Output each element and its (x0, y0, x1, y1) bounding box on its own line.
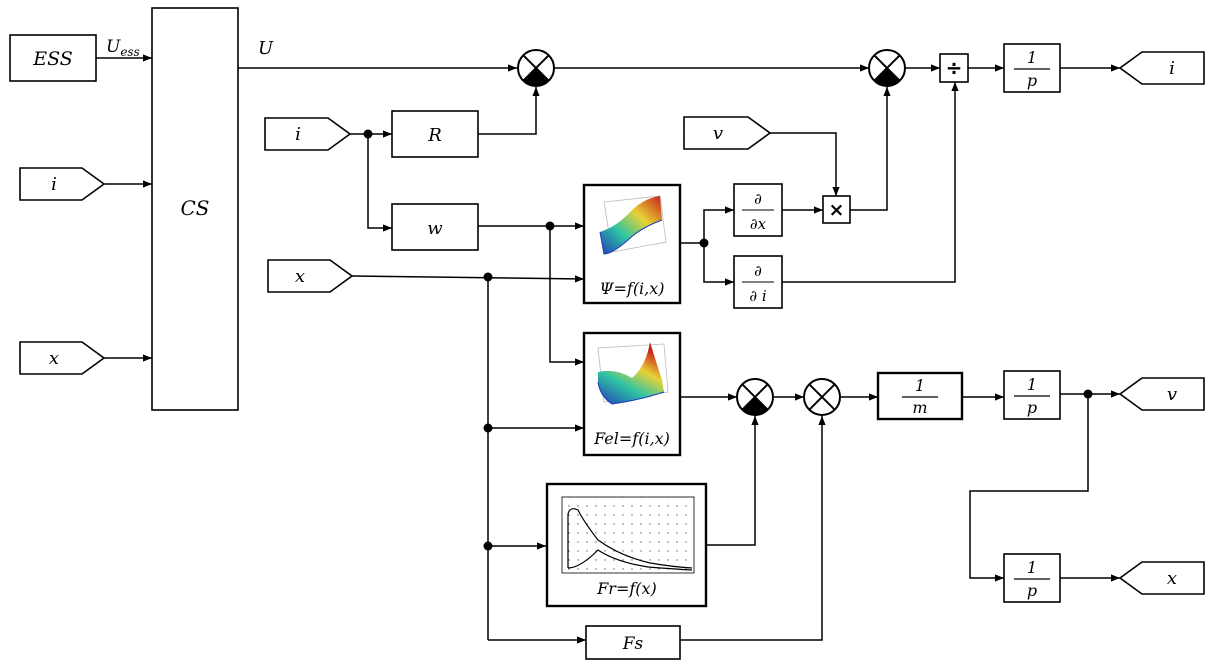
fel-surface-icon (597, 342, 669, 405)
svg-text:i: i (295, 124, 301, 145)
junction-dot (1083, 389, 1093, 399)
svg-text:i: i (51, 174, 57, 195)
svg-text:×: × (829, 199, 845, 221)
svg-text:v: v (713, 123, 723, 144)
integrator-block-x: 1 p (1003, 553, 1061, 603)
junction-dot (699, 238, 709, 248)
svg-text:p: p (1027, 71, 1037, 90)
ess-label: ESS (32, 48, 73, 70)
partial-di-block: ∂ ∂ i (733, 255, 783, 309)
svg-text:p: p (1027, 581, 1037, 600)
svg-text:Fel=f(i,x): Fel=f(i,x) (593, 429, 670, 448)
cs-label: CS (180, 196, 209, 220)
input-port-x: x (267, 259, 354, 293)
connection-lines (96, 54, 1120, 644)
svg-text:x: x (1167, 568, 1177, 589)
svg-text:Fr=f(x): Fr=f(x) (596, 579, 657, 598)
output-port-v: v (1118, 377, 1205, 411)
input-port-i-cs: i (19, 167, 106, 201)
svg-text:w: w (427, 218, 443, 239)
fr-lookup-block: Fr=f(x) (545, 482, 708, 608)
fel-lookup-block: Fel=f(i,x) (582, 331, 682, 457)
svg-text:∂ i: ∂ i (749, 287, 767, 305)
svg-text:i: i (1169, 58, 1175, 79)
svg-text:Ψ=f(i,x): Ψ=f(i,x) (599, 279, 664, 298)
output-port-i: i (1118, 51, 1205, 85)
svg-text:÷: ÷ (946, 56, 963, 80)
sum-junction-2 (868, 49, 906, 87)
w-block: w (391, 203, 479, 251)
svg-text:Fs: Fs (622, 634, 644, 654)
multiply-block: × (822, 195, 851, 224)
fr-curve-plot (561, 496, 695, 574)
sum-junction-1 (517, 49, 555, 87)
integrator-block-v: 1 p (1003, 370, 1061, 420)
svg-text:x: x (295, 266, 305, 287)
junction-dot (483, 272, 493, 282)
sum-junction-3 (736, 378, 774, 416)
psi-surface-icon (599, 195, 667, 255)
sum-junction-4 (803, 378, 841, 416)
svg-text:1: 1 (1027, 558, 1037, 577)
junction-dot (483, 423, 493, 433)
junction-dot (363, 129, 373, 139)
output-port-x: x (1118, 561, 1205, 595)
fs-block: Fs (585, 625, 681, 660)
svg-text:R: R (427, 125, 442, 146)
mass-gain-block: 1 m (876, 371, 964, 421)
ess-block: ESS (9, 34, 97, 82)
junction-dots (363, 129, 1093, 551)
junction-dot (483, 541, 493, 551)
svg-text:1: 1 (915, 376, 925, 395)
input-port-i: i (264, 117, 352, 151)
integrator-block-i: 1 p (1003, 43, 1061, 93)
u-signal-label: U (258, 38, 274, 59)
svg-text:∂x: ∂x (750, 215, 767, 233)
svg-text:x: x (49, 348, 59, 369)
psi-lookup-block: Ψ=f(i,x) (582, 183, 682, 305)
partial-dx-block: ∂ ∂x (733, 183, 783, 237)
svg-text:1: 1 (1027, 375, 1037, 394)
svg-text:∂: ∂ (754, 190, 762, 208)
input-port-v: v (683, 116, 772, 150)
divide-block: ÷ (939, 53, 969, 83)
r-block: R (391, 110, 479, 158)
uess-label: Uess (106, 37, 140, 59)
svg-text:∂: ∂ (754, 262, 762, 280)
svg-text:p: p (1027, 398, 1037, 417)
junction-dot (545, 221, 555, 231)
cs-block: CS (151, 7, 239, 411)
svg-text:v: v (1167, 384, 1177, 405)
svg-text:1: 1 (1027, 48, 1037, 67)
svg-text:m: m (912, 398, 927, 417)
input-port-x-cs: x (19, 341, 106, 375)
